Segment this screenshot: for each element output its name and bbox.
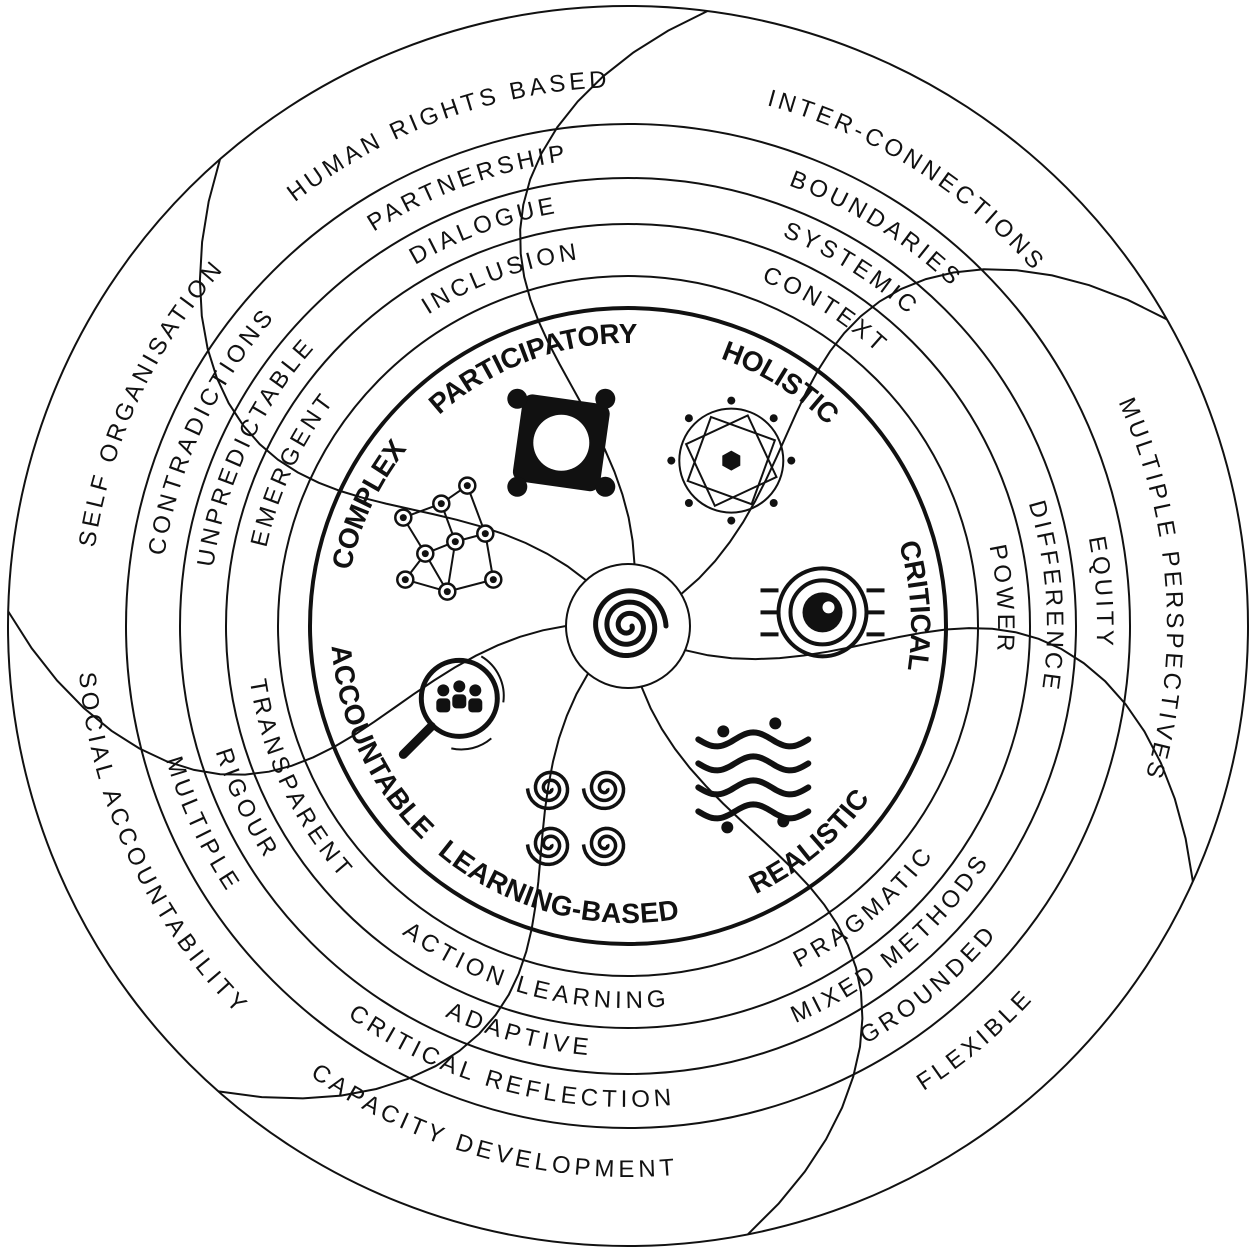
sector-divider xyxy=(640,686,864,1236)
inner-circle xyxy=(308,306,948,946)
hub-circle xyxy=(565,563,691,689)
waves-icon xyxy=(695,717,812,834)
ring-label-critical: MULTIPLE PERSPECTIVES xyxy=(1113,394,1188,785)
outer-ring xyxy=(7,5,1249,1247)
spiral-icon xyxy=(593,588,669,658)
sector-divider xyxy=(7,610,567,776)
people-circle-icon xyxy=(507,388,616,497)
magnifier-group-icon xyxy=(398,655,505,759)
ring-boundary xyxy=(225,223,1031,1029)
eye-icon xyxy=(760,566,885,659)
ring-boundary xyxy=(125,123,1131,1129)
ring-label-learning-based: ADAPTIVE xyxy=(442,997,594,1062)
sector-divider xyxy=(680,268,1168,595)
principle-label-learning-based: LEARNING-BASED xyxy=(433,834,681,929)
ring-boundary xyxy=(277,275,979,977)
double-spiral-icon xyxy=(525,770,626,867)
sector-divider xyxy=(218,673,589,1100)
concentric-rings xyxy=(7,5,1249,1247)
sacred-geometry-icon xyxy=(667,396,796,525)
ring-label-accountable: SOCIAL ACCOUNTABILITY xyxy=(73,671,254,1021)
ring-label-learning-based: CRITICAL REFLECTION xyxy=(344,1000,677,1114)
sector-divider xyxy=(198,158,587,582)
center-hub xyxy=(593,588,669,658)
ring-label-critical: EQUITY xyxy=(1082,534,1117,650)
principle-label-accountable: ACCOUNTABLE xyxy=(325,644,440,845)
principle-label-complex: COMPLEX xyxy=(326,434,412,572)
principle-label-critical: CRITICAL xyxy=(893,537,936,673)
ring-label-critical: POWER xyxy=(983,542,1019,656)
principle-labels: PARTICIPATORYHOLISTICCRITICALREALISTICLE… xyxy=(325,318,936,929)
network-icon xyxy=(394,476,503,601)
principle-icons xyxy=(394,388,885,867)
sector-divider xyxy=(684,627,1194,882)
ring-boundary xyxy=(179,177,1077,1075)
sector-divider xyxy=(519,10,708,565)
sector-dividers xyxy=(7,10,1194,1236)
